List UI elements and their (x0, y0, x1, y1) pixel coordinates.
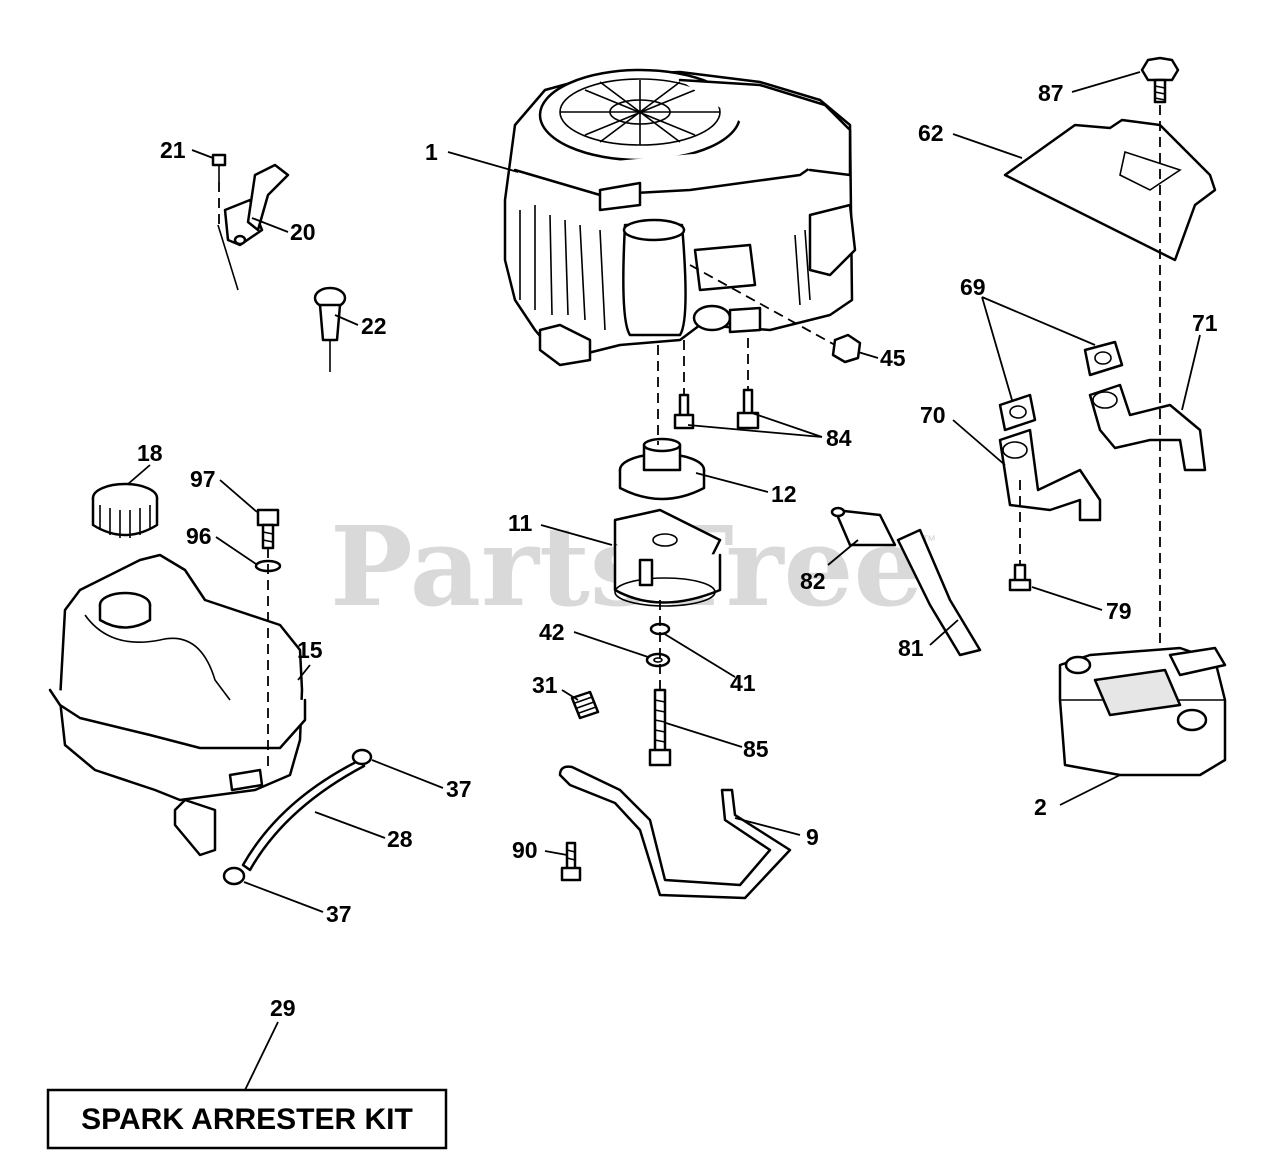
leader-82 (827, 539, 859, 566)
callout-37-lower: 37 (326, 901, 352, 927)
engine-part[interactable] (503, 68, 857, 367)
leader-85 (665, 722, 743, 748)
clutch-11-part[interactable] (613, 508, 722, 607)
rod-9-part[interactable] (558, 765, 792, 900)
leader-29 (244, 1021, 279, 1091)
leader-42 (573, 631, 649, 658)
leader-37b (243, 881, 324, 913)
fuel-hose-81-part[interactable] (896, 528, 982, 657)
bolt-85-part[interactable] (648, 688, 672, 767)
callout-62: 62 (918, 120, 944, 146)
callout-69: 69 (960, 274, 986, 300)
callout-20: 20 (290, 219, 316, 245)
leader-84 (687, 412, 823, 438)
callout-42: 42 (539, 619, 565, 645)
leader-31 (561, 689, 579, 701)
fuel-filter-part[interactable] (830, 506, 897, 547)
callout-28: 28 (387, 826, 413, 852)
leader-37a (371, 759, 444, 789)
throttle-control-part[interactable] (217, 163, 290, 291)
leader-15 (297, 664, 311, 681)
gasket-69-part[interactable] (998, 340, 1124, 432)
callout-9: 9 (806, 824, 819, 850)
deflector-part[interactable] (1003, 118, 1217, 262)
bolt-84-part[interactable] (673, 388, 760, 430)
leader-97 (219, 479, 258, 513)
knob-22-part[interactable] (313, 286, 347, 372)
leader-62 (952, 133, 1023, 159)
callout-97: 97 (190, 466, 216, 492)
clamp-37-upper-part[interactable] (351, 748, 373, 766)
fuel-cap-part[interactable] (91, 482, 159, 538)
leader-22 (334, 314, 359, 326)
callout-29: 29 (270, 995, 296, 1021)
leader-96 (215, 536, 257, 565)
callout-21: 21 (160, 137, 186, 163)
leader-20 (251, 217, 289, 233)
leader-79 (1031, 586, 1103, 611)
callout-45: 45 (880, 345, 906, 371)
leader-2 (1059, 774, 1121, 806)
leader-1 (447, 151, 519, 173)
muffler-part[interactable] (1058, 646, 1227, 777)
leader-87 (1071, 71, 1141, 93)
screw-87-part[interactable] (1140, 56, 1180, 104)
callout-81: 81 (898, 635, 924, 661)
leader-45 (857, 351, 879, 359)
fuel-tank-part[interactable] (48, 553, 307, 857)
screw-21-part[interactable] (211, 153, 227, 182)
exhaust-pipe-70-part[interactable] (998, 428, 1102, 522)
leader-81 (929, 619, 959, 646)
screw-79-part[interactable] (1008, 563, 1032, 592)
callout-85: 85 (743, 736, 769, 762)
callout-2: 2 (1034, 794, 1047, 820)
callout-82: 82 (800, 568, 826, 594)
callout-79: 79 (1106, 598, 1132, 624)
align-line-45 (689, 264, 836, 346)
callout-22: 22 (361, 313, 387, 339)
leader-12 (695, 472, 769, 493)
callout-31: 31 (532, 672, 558, 698)
clamp-37-lower-part[interactable] (222, 866, 246, 886)
leader-69 (981, 296, 1096, 401)
callout-12: 12 (771, 481, 797, 507)
fuel-line-28-part[interactable] (241, 758, 366, 872)
leader-71 (1181, 334, 1201, 411)
callout-87: 87 (1038, 80, 1064, 106)
spark-arrester-kit-box[interactable]: SPARK ARRESTER KIT (46, 1088, 448, 1150)
spring-31-part[interactable] (570, 690, 600, 720)
screw-90-part[interactable] (560, 841, 582, 882)
callout-96: 96 (186, 523, 212, 549)
leader-18 (127, 464, 151, 485)
leader-11 (540, 524, 613, 546)
screw-97-part[interactable] (256, 508, 280, 550)
leader-9 (734, 817, 801, 836)
callout-84: 84 (826, 425, 852, 451)
exhaust-pipe-71-part[interactable] (1088, 383, 1207, 472)
callout-71: 71 (1192, 310, 1218, 336)
spark-arrester-kit-label: SPARK ARRESTER KIT (81, 1103, 413, 1136)
leader-70 (952, 419, 1006, 466)
callout-1: 1 (425, 139, 438, 165)
callout-15: 15 (297, 637, 323, 663)
callout-37-upper: 37 (446, 776, 472, 802)
callout-18: 18 (137, 440, 163, 466)
washer-42-part[interactable] (645, 652, 671, 668)
leader-21 (191, 149, 214, 159)
leader-28 (314, 811, 386, 839)
callout-70: 70 (920, 402, 946, 428)
pulley-12-part[interactable] (618, 437, 706, 501)
callout-41: 41 (730, 670, 756, 696)
leader-90 (544, 850, 568, 856)
callout-90: 90 (512, 837, 538, 863)
nut-45-part[interactable] (831, 333, 862, 364)
leader-41 (662, 632, 736, 678)
callout-11: 11 (508, 510, 533, 536)
